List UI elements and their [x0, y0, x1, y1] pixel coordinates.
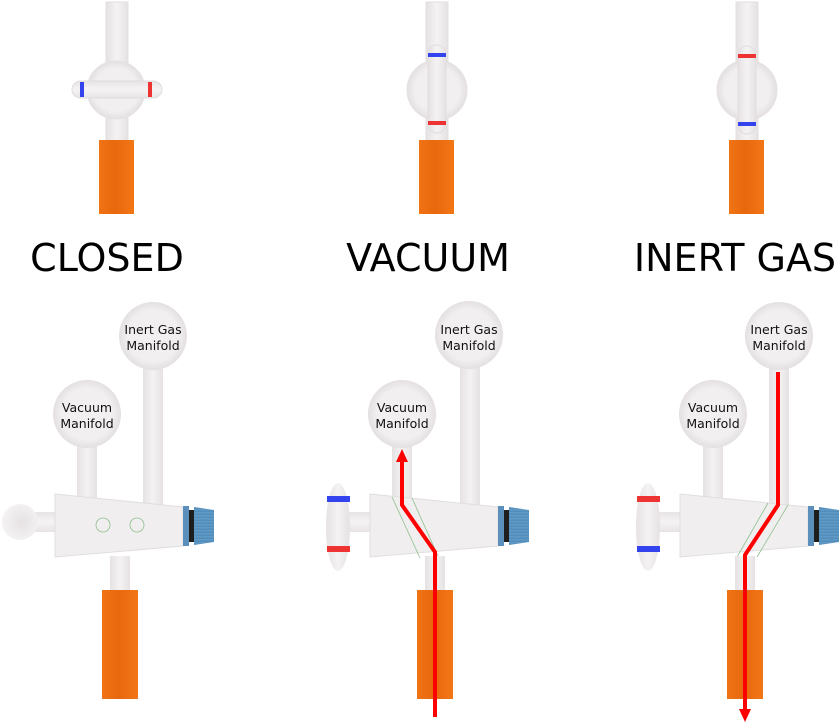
top-view-closed	[71, 1, 163, 214]
cap-o-ring	[814, 510, 819, 542]
gas-manifold-label-line1: Inert Gas	[440, 322, 497, 337]
inert-gas-manifold-bulb	[745, 302, 813, 370]
flow-arrowhead-up	[396, 449, 408, 462]
top-view-vacuum	[406, 1, 468, 214]
stopcock-barrel	[54, 493, 184, 558]
cap-collar	[183, 506, 189, 546]
inert-gas-manifold-bulb	[435, 301, 503, 369]
vacuum-manifold-label-line2: Manifold	[60, 416, 113, 431]
vacuum-manifold-bulb	[368, 380, 436, 448]
handle-mark-red	[327, 546, 350, 552]
vacuum-manifold-label-line1: Vacuum	[377, 400, 427, 415]
gas-manifold-label-line2: Manifold	[442, 338, 495, 353]
gas-stem	[143, 350, 163, 510]
vacuum-manifold-bulb	[679, 380, 747, 448]
bore-line	[736, 502, 769, 558]
vacuum-stem	[77, 440, 97, 506]
flow-path	[743, 372, 780, 710]
side-view-closed: Inert Gas Manifold Vacuum Manifold	[2, 302, 214, 699]
stopcock-handle	[427, 44, 447, 134]
cap-o-ring	[189, 510, 194, 542]
cap-o-ring	[504, 510, 509, 542]
key-shaft	[655, 512, 685, 532]
bore-opening	[129, 517, 145, 533]
flow-arrowhead-down	[739, 709, 751, 722]
rubber-hose	[99, 140, 134, 214]
gas-manifold-label-line1: Inert Gas	[750, 322, 807, 337]
key-shaft	[345, 512, 375, 532]
handle-mark-red	[637, 496, 660, 502]
rubber-hose	[419, 140, 454, 214]
handle-mark-blue	[327, 496, 350, 502]
bore-opening	[95, 517, 111, 533]
vacuum-stem	[703, 440, 723, 506]
stopcock-handle	[71, 80, 163, 99]
vacuum-manifold-label-line2: Manifold	[375, 416, 428, 431]
handle-mark-red	[738, 54, 756, 58]
lower-stem	[110, 556, 130, 592]
side-view-inert-gas: Inert Gas Manifold Vacuum Manifold	[636, 302, 839, 722]
state-label-closed: CLOSED	[30, 236, 184, 280]
stopcock-knob	[2, 504, 38, 540]
handle-mark-blue	[428, 53, 446, 57]
top-view-inert-gas	[716, 1, 778, 214]
gas-manifold-label-line1: Inert Gas	[124, 322, 181, 337]
handle-mark-red	[148, 82, 152, 97]
side-view-vacuum: Inert Gas Manifold Vacuum Manifold	[326, 301, 529, 717]
bore-line	[391, 496, 421, 559]
flow-path	[400, 460, 437, 717]
inert-gas-manifold-bulb	[119, 302, 187, 370]
rubber-hose	[729, 140, 764, 214]
cap-collar	[808, 506, 814, 546]
bore-line	[411, 497, 439, 557]
blue-cap	[194, 507, 214, 545]
stopcock-handle	[737, 45, 757, 135]
handle-mark-red	[428, 121, 446, 125]
handle-mark-blue	[637, 546, 660, 552]
rubber-hose	[102, 590, 138, 699]
vacuum-manifold-bulb	[53, 380, 121, 448]
cap-collar	[498, 506, 504, 546]
state-label-inert-gas: INERT GAS	[634, 236, 836, 280]
gas-stem	[460, 350, 480, 510]
vacuum-manifold-label-line2: Manifold	[686, 416, 739, 431]
glass-stem-upper	[105, 1, 129, 68]
handle-mark-blue	[80, 82, 84, 97]
vacuum-manifold-label-line1: Vacuum	[688, 400, 738, 415]
gas-manifold-label-line2: Manifold	[752, 338, 805, 353]
blue-cap	[819, 507, 839, 545]
vacuum-manifold-label-line1: Vacuum	[62, 400, 112, 415]
state-label-vacuum: VACUUM	[346, 236, 510, 280]
handle-mark-blue	[738, 122, 756, 126]
bore-line	[756, 504, 789, 558]
gas-manifold-label-line2: Manifold	[126, 338, 179, 353]
blue-cap	[509, 507, 529, 545]
